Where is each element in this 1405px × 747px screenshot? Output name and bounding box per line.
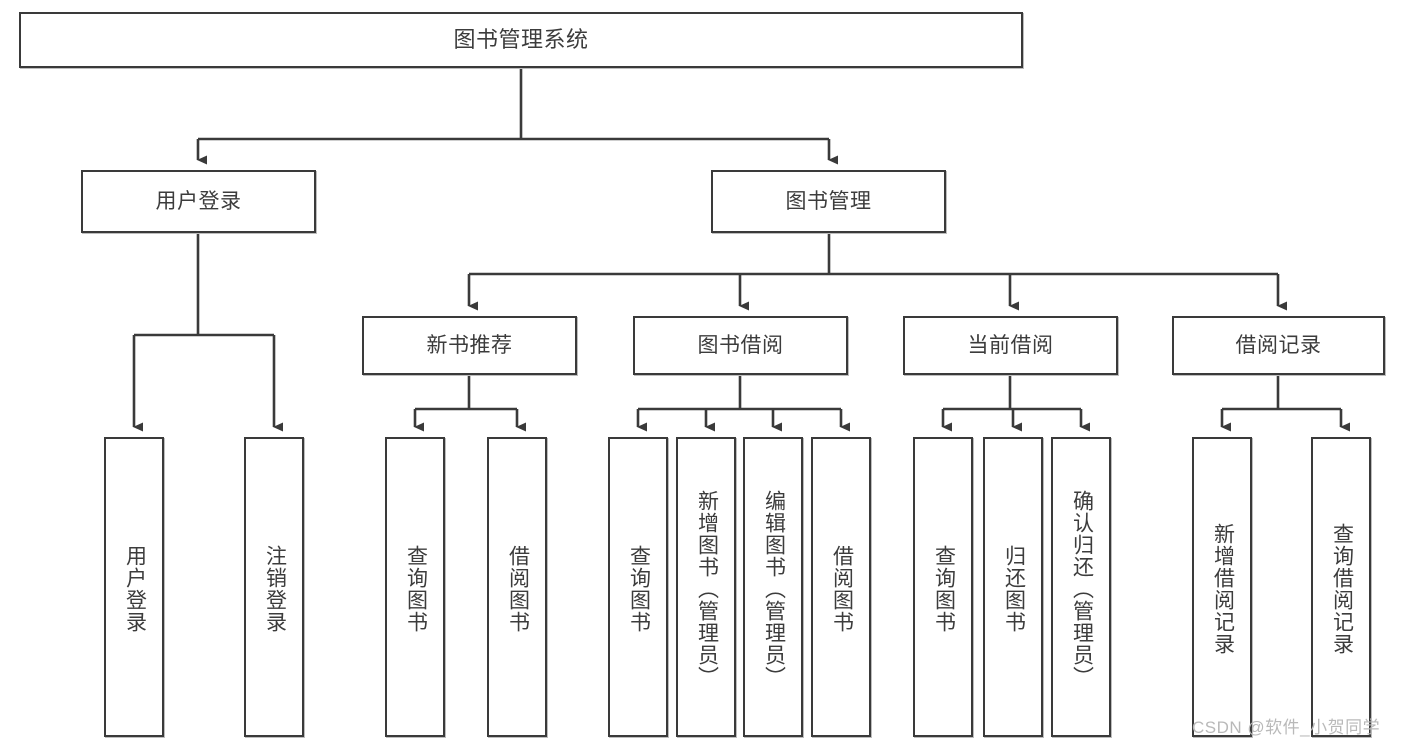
- node-leaf-confirm-return-admin-label: 确认归还（管理员）: [1070, 490, 1094, 688]
- node-leaf-borrow-book-recommend[interactable]: 借阅图书: [487, 437, 547, 737]
- csdn-watermark: CSDN @软件_小贺同学: [1192, 718, 1381, 737]
- node-leaf-return-book-label: 归还图书: [1002, 545, 1026, 633]
- node-leaf-user-login-label: 用户登录: [123, 545, 147, 633]
- node-leaf-add-borrow-record[interactable]: 新增借阅记录: [1192, 437, 1252, 737]
- node-leaf-edit-book-admin[interactable]: 编辑图书（管理员）: [743, 437, 803, 737]
- node-root-label: 图书管理系统: [453, 26, 589, 52]
- node-book-borrow[interactable]: 图书借阅: [633, 316, 848, 375]
- node-leaf-borrow-book[interactable]: 借阅图书: [811, 437, 871, 737]
- node-leaf-edit-book-admin-label: 编辑图书（管理员）: [762, 490, 786, 688]
- node-leaf-query-book-recommend-label: 查询图书: [404, 545, 428, 633]
- node-leaf-query-borrow-record-label: 查询借阅记录: [1330, 523, 1354, 655]
- node-leaf-query-book-current-label: 查询图书: [932, 545, 956, 633]
- node-leaf-query-book-borrow[interactable]: 查询图书: [608, 437, 668, 737]
- node-borrow-record[interactable]: 借阅记录: [1172, 316, 1385, 375]
- node-current-borrow[interactable]: 当前借阅: [903, 316, 1118, 375]
- node-leaf-add-borrow-record-label: 新增借阅记录: [1211, 523, 1235, 655]
- node-leaf-query-book-current[interactable]: 查询图书: [913, 437, 973, 737]
- node-leaf-add-book-admin-label: 新增图书（管理员）: [695, 490, 719, 688]
- node-leaf-user-login[interactable]: 用户登录: [104, 437, 164, 737]
- node-user-login[interactable]: 用户登录: [81, 170, 316, 233]
- node-current-borrow-label: 当前借阅: [967, 333, 1054, 357]
- node-leaf-confirm-return-admin[interactable]: 确认归还（管理员）: [1051, 437, 1111, 737]
- node-leaf-query-borrow-record[interactable]: 查询借阅记录: [1311, 437, 1371, 737]
- node-new-book-recommend[interactable]: 新书推荐: [362, 316, 577, 375]
- node-borrow-record-label: 借阅记录: [1235, 333, 1322, 357]
- node-leaf-add-book-admin[interactable]: 新增图书（管理员）: [676, 437, 736, 737]
- node-leaf-borrow-book-recommend-label: 借阅图书: [506, 545, 530, 633]
- node-book-manage-label: 图书管理: [785, 189, 872, 213]
- node-leaf-query-book-recommend[interactable]: 查询图书: [385, 437, 445, 737]
- node-user-login-label: 用户登录: [155, 189, 242, 213]
- node-leaf-query-book-borrow-label: 查询图书: [627, 545, 651, 633]
- node-book-manage[interactable]: 图书管理: [711, 170, 946, 233]
- node-leaf-user-logout-label: 注销登录: [263, 545, 287, 633]
- node-new-book-recommend-label: 新书推荐: [426, 333, 513, 357]
- node-leaf-user-logout[interactable]: 注销登录: [244, 437, 304, 737]
- node-leaf-return-book[interactable]: 归还图书: [983, 437, 1043, 737]
- node-leaf-borrow-book-label: 借阅图书: [830, 545, 854, 633]
- node-book-borrow-label: 图书借阅: [697, 333, 784, 357]
- node-root[interactable]: 图书管理系统: [19, 12, 1023, 68]
